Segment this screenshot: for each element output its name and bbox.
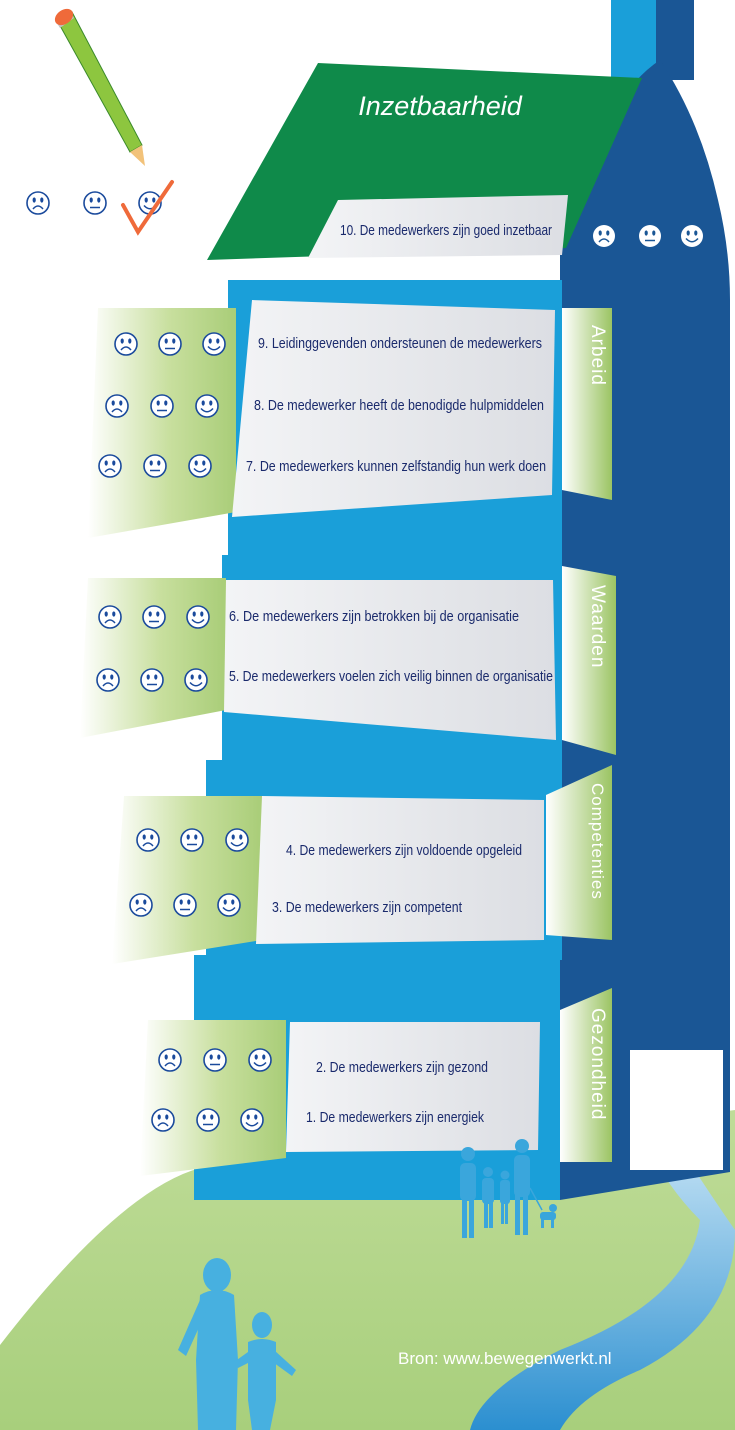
tab-gezondheid <box>560 988 612 1162</box>
neutral-face-icon[interactable] <box>180 828 204 852</box>
statement-10: 10. De medewerkers zijn goed inzetbaar <box>340 222 552 239</box>
statement-panel-gezondheid <box>286 1022 540 1152</box>
statement-2: 2. De medewerkers zijn gezond <box>316 1059 488 1076</box>
happy-face-icon[interactable] <box>195 394 219 418</box>
happy-face-icon[interactable] <box>217 893 241 917</box>
happy-face-icon[interactable] <box>202 332 226 356</box>
shutter-gezondheid <box>140 1020 286 1176</box>
category-waarden: Waarden <box>587 585 608 668</box>
happy-face-icon[interactable] <box>184 668 208 692</box>
door <box>630 1050 723 1170</box>
neutral-face-icon[interactable] <box>83 191 107 215</box>
neutral-face-icon[interactable] <box>150 394 174 418</box>
sad-face-icon[interactable] <box>98 605 122 629</box>
happy-face-icon[interactable] <box>240 1108 264 1132</box>
happy-face-icon[interactable] <box>680 224 704 248</box>
sad-face-icon[interactable] <box>129 893 153 917</box>
category-gezondheid: Gezondheid <box>587 1008 608 1120</box>
check-mark-icon <box>121 180 174 236</box>
pencil-icon <box>54 8 145 166</box>
statement-8: 8. De medewerker heeft de benodigde hulp… <box>254 397 544 414</box>
sad-face-icon[interactable] <box>96 668 120 692</box>
sad-face-icon[interactable] <box>105 394 129 418</box>
adult-child-icon <box>178 1258 296 1430</box>
statement-6: 6. De medewerkers zijn betrokken bij de … <box>229 608 519 625</box>
sad-face-icon[interactable] <box>26 191 50 215</box>
statement-1: 1. De medewerkers zijn energiek <box>306 1109 484 1126</box>
tab-competenties <box>546 765 612 940</box>
happy-face-icon[interactable] <box>225 828 249 852</box>
sad-face-icon[interactable] <box>158 1048 182 1072</box>
neutral-face-icon[interactable] <box>140 668 164 692</box>
neutral-face-icon[interactable] <box>196 1108 220 1132</box>
happy-face-icon[interactable] <box>188 454 212 478</box>
sad-face-icon[interactable] <box>98 454 122 478</box>
neutral-face-icon[interactable] <box>203 1048 227 1072</box>
tab-arbeid <box>562 308 612 500</box>
neutral-face-icon[interactable] <box>143 454 167 478</box>
neutral-face-icon[interactable] <box>173 893 197 917</box>
statement-5: 5. De medewerkers voelen zich veilig bin… <box>229 668 553 685</box>
sad-face-icon[interactable] <box>151 1108 175 1132</box>
statement-panel-competenties <box>256 796 544 944</box>
sad-face-icon[interactable] <box>114 332 138 356</box>
statement-9: 9. Leidinggevenden ondersteunen de medew… <box>258 335 542 352</box>
sad-face-icon[interactable] <box>592 224 616 248</box>
page-title: Inzetbaarheid <box>358 91 523 121</box>
shutter-arbeid <box>88 308 236 538</box>
statement-panel-waarden <box>224 580 556 740</box>
source-credit: Bron: www.bewegenwerkt.nl <box>398 1349 612 1368</box>
sad-face-icon[interactable] <box>136 828 160 852</box>
tab-waarden <box>562 566 616 755</box>
neutral-face-icon[interactable] <box>158 332 182 356</box>
neutral-face-icon[interactable] <box>638 224 662 248</box>
statement-3: 3. De medewerkers zijn competent <box>272 899 463 916</box>
neutral-face-icon[interactable] <box>142 605 166 629</box>
category-competenties: Competenties <box>588 783 607 900</box>
statement-panel-arbeid <box>232 300 555 517</box>
shutter-waarden <box>80 578 226 738</box>
statement-7: 7. De medewerkers kunnen zelfstandig hun… <box>246 458 546 475</box>
happy-face-icon[interactable] <box>248 1048 272 1072</box>
category-arbeid: Arbeid <box>587 325 608 386</box>
happy-face-icon[interactable] <box>186 605 210 629</box>
shutter-competenties <box>112 796 262 964</box>
statement-panel-10 <box>308 195 568 258</box>
statement-4: 4. De medewerkers zijn voldoende opgelei… <box>286 842 522 859</box>
family-icon <box>460 1139 557 1238</box>
